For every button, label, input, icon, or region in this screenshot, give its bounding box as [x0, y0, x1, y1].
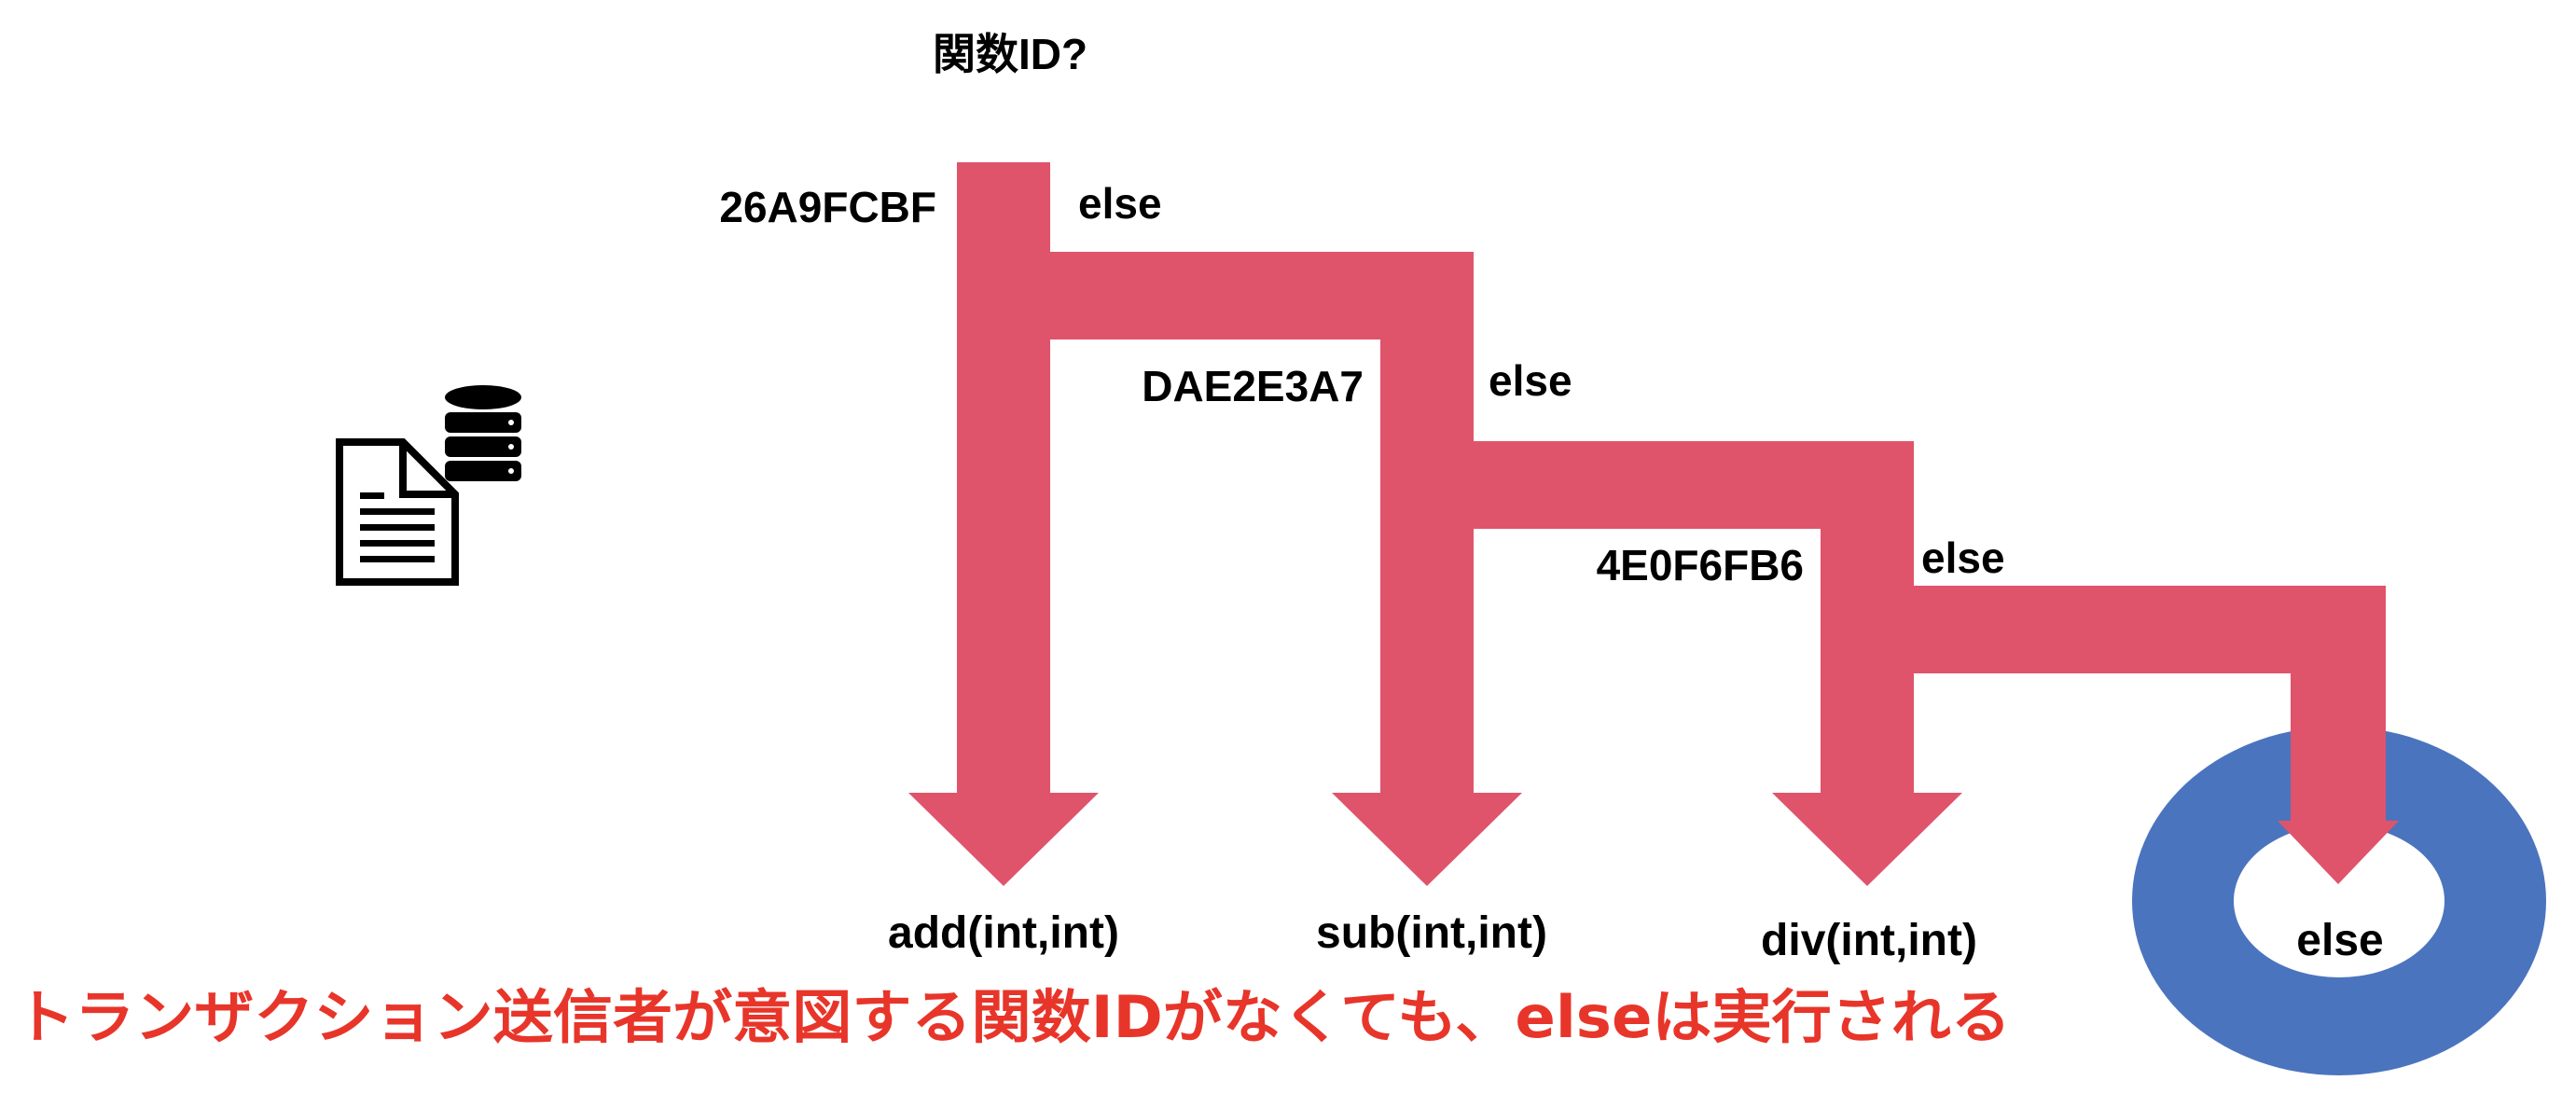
arrow-head-sub: [1332, 793, 1522, 886]
flow-segment: [2291, 586, 2386, 824]
branch-id-div: 4E0F6FB6: [1597, 541, 1804, 589]
dispatch-flow: [908, 162, 2399, 886]
else-label-2: else: [1489, 356, 1572, 405]
function-div-label: div(int,int): [1761, 916, 1977, 965]
function-sub-label: sub(int,int): [1316, 908, 1547, 958]
branch-id-add: 26A9FCBF: [719, 183, 936, 231]
else-label-1: else: [1078, 179, 1162, 228]
caption: トランザクション送信者が意図する関数IDがなくても、elseは実行される: [15, 983, 2011, 1051]
branch-id-sub: DAE2E3A7: [1142, 362, 1364, 410]
arrow-head-div: [1772, 793, 1962, 886]
fallback-else-label: else: [2296, 916, 2383, 965]
flow-segment: [957, 162, 1050, 796]
function-add-label: add(int,int): [888, 908, 1119, 958]
database-icon: [445, 385, 521, 481]
contract-document-icon: [336, 438, 459, 586]
else-label-3: else: [1921, 533, 2005, 582]
flow-segment: [1380, 252, 1474, 796]
question-label: 関数ID?: [933, 30, 1087, 78]
flow-segment: [1821, 441, 1914, 796]
arrow-head-fallback: [2278, 821, 2399, 884]
arrow-head-add: [908, 793, 1099, 886]
fallback-ring: [2132, 727, 2546, 1075]
